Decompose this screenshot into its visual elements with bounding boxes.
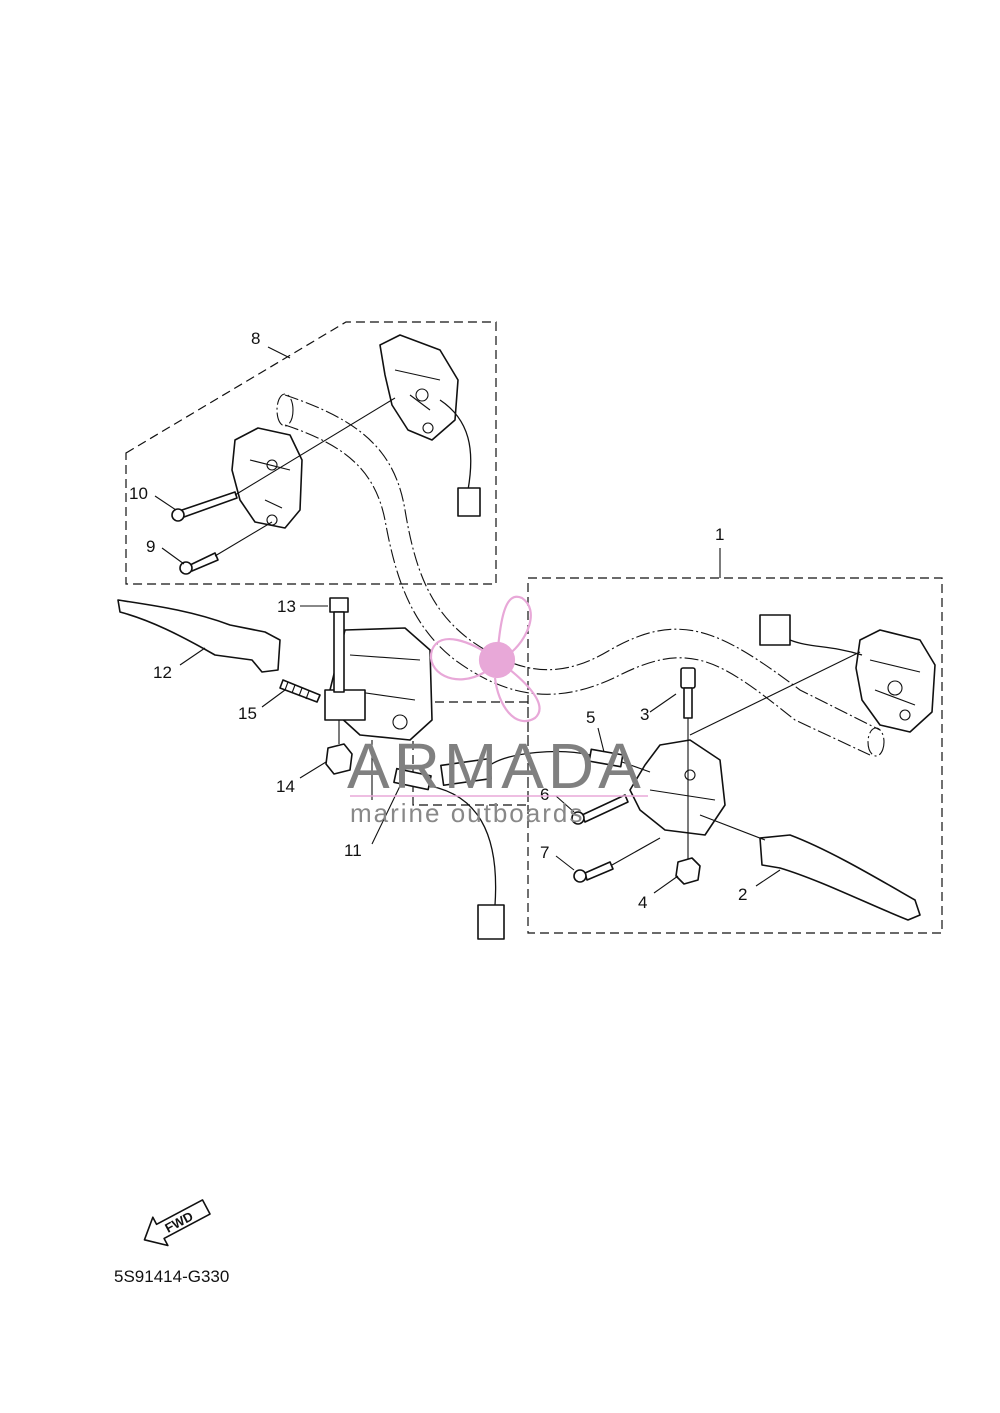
callout-13: 13 — [277, 597, 296, 616]
screw-10 — [171, 397, 396, 522]
bolt-3 — [680, 667, 696, 862]
drawing-code: 5S91414-G330 — [114, 1267, 229, 1286]
propeller-logo — [429, 595, 541, 723]
fwd-arrow-icon: FWD — [143, 1199, 211, 1247]
screw-6 — [571, 794, 629, 825]
spring-15 — [279, 679, 321, 703]
switch-housing-left — [231, 334, 481, 529]
sensor-5 — [440, 748, 651, 787]
lever-holder-right — [629, 739, 726, 836]
nut-4 — [675, 857, 701, 885]
callout-15: 15 — [238, 704, 257, 723]
lever-right — [759, 834, 921, 921]
callout-labels: 8 10 9 1 13 12 15 3 5 14 6 11 7 2 4 — [129, 329, 747, 912]
watermark-brand: ARMADA — [347, 730, 645, 802]
callout-7: 7 — [540, 843, 549, 862]
callout-1: 1 — [715, 525, 724, 544]
screw-7 — [573, 837, 661, 883]
callout-4: 4 — [638, 893, 647, 912]
group-box-1 — [412, 577, 943, 934]
leader-lines — [154, 346, 781, 894]
brake-switch-11 — [371, 740, 505, 940]
callout-3: 3 — [640, 705, 649, 724]
callout-12: 12 — [153, 663, 172, 682]
nut-14 — [325, 720, 353, 775]
callout-5: 5 — [586, 708, 595, 727]
watermark-tagline: marine outboards — [350, 798, 584, 828]
callout-10: 10 — [129, 484, 148, 503]
handlebar — [276, 393, 885, 757]
fwd-label: FWD — [162, 1208, 195, 1235]
watermark: ARMADA marine outboards — [347, 595, 648, 828]
callout-9: 9 — [146, 537, 155, 556]
callout-8: 8 — [251, 329, 260, 348]
callout-11: 11 — [344, 841, 362, 860]
switch-housing-right — [689, 614, 936, 736]
group-box-8 — [125, 321, 497, 585]
lever-left — [117, 599, 281, 673]
bolt-13 — [329, 597, 349, 693]
callout-6: 6 — [540, 785, 549, 804]
screw-9 — [179, 521, 273, 575]
master-cylinder — [324, 627, 433, 741]
callout-14: 14 — [276, 777, 295, 796]
callout-2: 2 — [738, 885, 747, 904]
